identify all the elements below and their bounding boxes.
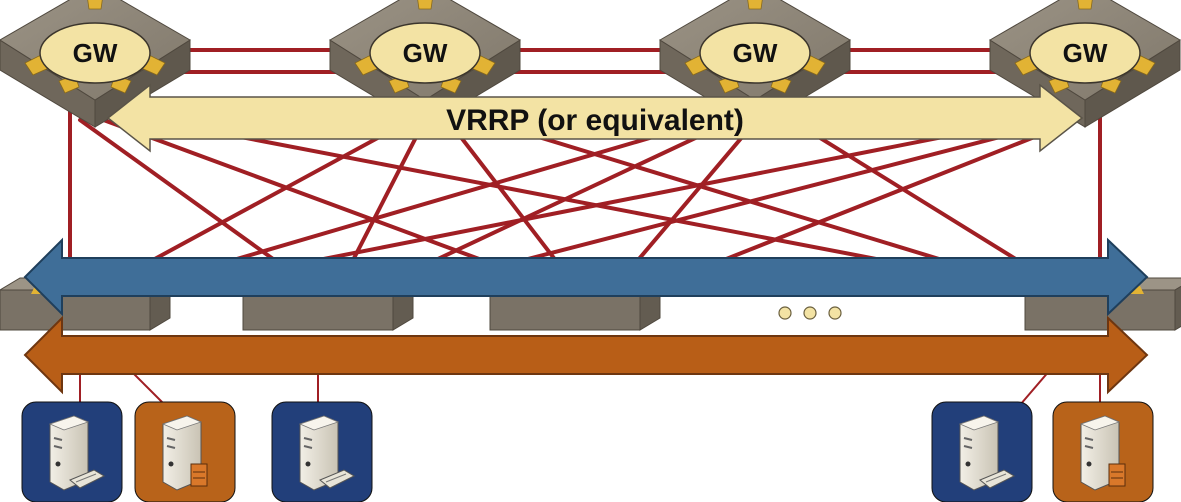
- ellipsis-dot: [803, 306, 817, 320]
- ellipsis-dot: [828, 306, 842, 320]
- server-icon: [1052, 401, 1154, 502]
- gw-oval: [39, 22, 151, 84]
- gw-oval: [1029, 22, 1141, 84]
- server-layer: [21, 401, 1154, 502]
- gateway-router: GW: [989, 0, 1181, 128]
- gw-label: GW: [73, 38, 118, 68]
- vlan-arrow-orange: [23, 315, 1149, 395]
- server-link: [129, 369, 166, 406]
- vrrp-label: VRRP (or equivalent): [446, 104, 744, 137]
- server-icon: [134, 401, 236, 502]
- vrrp-arrow: VRRP (or equivalent): [106, 83, 1084, 153]
- ellipsis-dots: [778, 306, 842, 320]
- server-icon: [21, 401, 123, 502]
- vlan-arrow-blue: [23, 237, 1149, 317]
- gw-oval: [699, 22, 811, 84]
- server-icon: [271, 401, 373, 502]
- gw-label: GW: [403, 38, 448, 68]
- gw-label: GW: [1063, 38, 1108, 68]
- gw-label: GW: [733, 38, 778, 68]
- server-icon: [931, 401, 1033, 502]
- ellipsis-dot: [778, 306, 792, 320]
- gateway-layer: GW GW GW GW: [0, 0, 1181, 128]
- server-link: [1019, 369, 1051, 406]
- gateway-router: GW: [0, 0, 191, 128]
- gw-oval: [369, 22, 481, 84]
- gateway-router: GW: [329, 0, 521, 128]
